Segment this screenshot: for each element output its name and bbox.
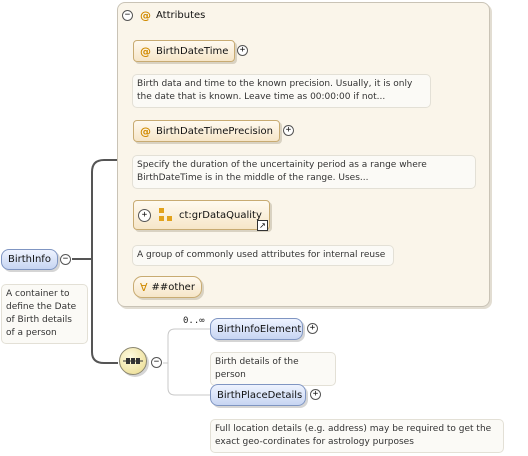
attribute-group-ref-label: ct:grDataQuality bbox=[179, 209, 262, 221]
attribute-birthdatetime[interactable]: @ BirthDateTime bbox=[133, 40, 236, 62]
any-attribute-label: ##other bbox=[151, 281, 195, 293]
root-element-label: BirthInfo bbox=[8, 254, 51, 265]
sequence-collapse-button[interactable]: − bbox=[151, 357, 162, 368]
attribute-group-expand-button[interactable]: + bbox=[138, 208, 151, 222]
element-birthinfoelement[interactable]: BirthInfoElement bbox=[210, 318, 303, 340]
birthinfoelement-expand-button[interactable]: + bbox=[307, 323, 318, 334]
attribute-birthdatetimeprecision[interactable]: @ BirthDateTimePrecision bbox=[133, 120, 281, 142]
link-arrow-icon: ↗ bbox=[259, 221, 266, 230]
any-attribute[interactable]: ∀ ##other bbox=[133, 276, 202, 298]
attributes-header: @ Attributes bbox=[140, 9, 205, 22]
attribute-birthdatetime-label: BirthDateTime bbox=[156, 45, 229, 57]
attributes-collapse-button[interactable]: − bbox=[122, 10, 133, 21]
attribute-icon: @ bbox=[140, 9, 151, 22]
expand-icon: + bbox=[312, 389, 319, 399]
root-collapse-button[interactable]: − bbox=[60, 254, 71, 265]
attribute-group-icon bbox=[159, 208, 173, 222]
attribute-icon: @ bbox=[140, 44, 151, 58]
root-element[interactable]: BirthInfo bbox=[1, 249, 58, 270]
element-birthinfoelement-label: BirthInfoElement bbox=[217, 323, 302, 335]
collapse-icon: − bbox=[62, 254, 69, 264]
attributes-title: Attributes bbox=[156, 10, 206, 21]
attribute-birthdatetimeprecision-label: BirthDateTimePrecision bbox=[156, 125, 274, 137]
birthinfoelement-annotation: Birth details of the person bbox=[210, 352, 336, 386]
birthdatetimeprecision-annotation-text: Specify the duration of the uncertainity… bbox=[137, 160, 427, 183]
connector-root-to-attributes bbox=[72, 159, 117, 260]
attribute-icon: @ bbox=[140, 124, 151, 138]
connector-root-to-sequence bbox=[91, 259, 118, 364]
sequence-compositor[interactable] bbox=[119, 347, 147, 375]
birthinfoelement-annotation-text: Birth details of the person bbox=[215, 357, 299, 380]
birthdatetime-annotation: Birth data and time to the known precisi… bbox=[132, 74, 431, 108]
attribute-group-ref[interactable]: + ct:grDataQuality bbox=[133, 200, 270, 230]
element-birthplacedetails-label: BirthPlaceDetails bbox=[217, 389, 303, 401]
attribute-group-annotation: A group of commonly used attributes for … bbox=[132, 245, 394, 266]
root-annotation: A container to define the Date of Birth … bbox=[1, 284, 88, 344]
birthplacedetails-expand-button[interactable]: + bbox=[310, 389, 321, 400]
expand-icon: + bbox=[309, 323, 316, 333]
birthdatetime-annotation-text: Birth data and time to the known precisi… bbox=[137, 79, 413, 102]
sequence-icon bbox=[123, 358, 143, 364]
root-annotation-text: A container to define the Date of Birth … bbox=[6, 289, 77, 338]
collapse-icon: − bbox=[124, 10, 131, 20]
birthdatetime-expand-button[interactable]: + bbox=[237, 45, 248, 56]
expand-icon: + bbox=[285, 125, 292, 135]
collapse-icon: − bbox=[153, 357, 160, 367]
birthdatetimeprecision-expand-button[interactable]: + bbox=[283, 125, 294, 136]
link-icon[interactable]: ↗ bbox=[257, 220, 268, 231]
birthplacedetails-annotation-text: Full location details (e.g. address) may… bbox=[215, 424, 492, 447]
birthplacedetails-annotation: Full location details (e.g. address) may… bbox=[210, 419, 504, 453]
attribute-group-annotation-text: A group of commonly used attributes for … bbox=[137, 250, 386, 260]
occurrence-label: 0..∞ bbox=[183, 316, 205, 326]
element-birthplacedetails[interactable]: BirthPlaceDetails bbox=[210, 384, 306, 406]
any-icon: ∀ bbox=[140, 280, 148, 294]
expand-icon: + bbox=[141, 209, 148, 220]
expand-icon: + bbox=[239, 45, 246, 55]
connector-sequence-to-children bbox=[163, 328, 210, 396]
birthdatetimeprecision-annotation: Specify the duration of the uncertainity… bbox=[132, 155, 476, 189]
